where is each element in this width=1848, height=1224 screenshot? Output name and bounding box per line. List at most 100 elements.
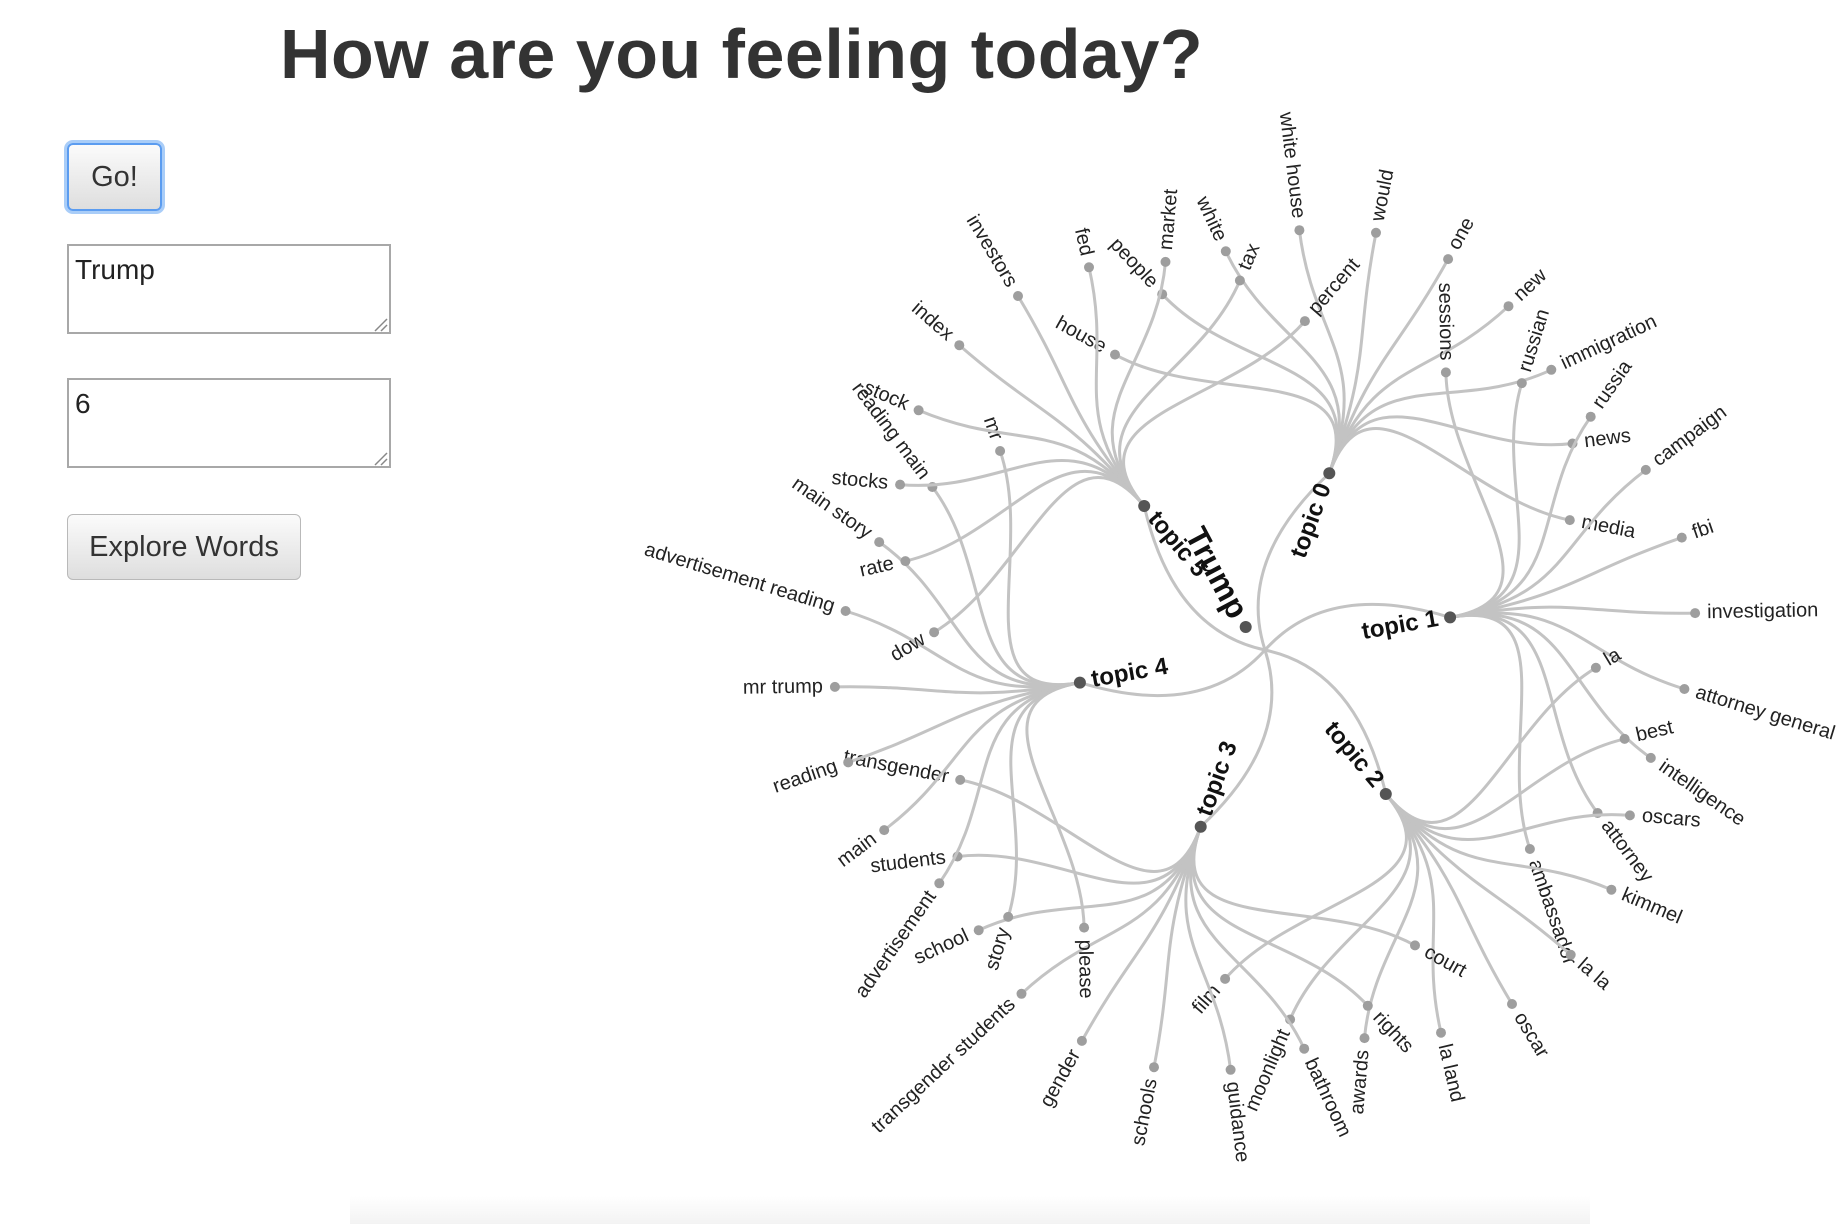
word-node-dot[interactable] bbox=[874, 537, 885, 548]
word-label[interactable]: kimmel bbox=[1618, 884, 1685, 929]
word-node-dot[interactable] bbox=[1524, 844, 1535, 854]
word-node-dot[interactable] bbox=[1640, 464, 1651, 475]
topic-0-label[interactable]: topic 0 bbox=[1285, 480, 1337, 562]
word-node-dot[interactable] bbox=[895, 479, 906, 490]
word-label[interactable]: la bbox=[1600, 643, 1625, 670]
word-node-dot[interactable] bbox=[1690, 608, 1701, 619]
word-label[interactable]: moonlight bbox=[1241, 1026, 1295, 1115]
word-node-dot[interactable] bbox=[1585, 411, 1596, 422]
word-node-dot[interactable] bbox=[879, 825, 890, 836]
word-node-dot[interactable] bbox=[1362, 1000, 1373, 1011]
word-label[interactable]: dow bbox=[886, 628, 929, 666]
word-label[interactable]: court bbox=[1421, 941, 1471, 982]
word-node-dot[interactable] bbox=[1624, 810, 1635, 821]
explore-words-button[interactable]: Explore Words bbox=[67, 514, 301, 580]
word-node-dot[interactable] bbox=[913, 405, 924, 416]
topic-0-node[interactable] bbox=[1323, 467, 1336, 480]
word-node-dot[interactable] bbox=[955, 774, 966, 785]
word-label[interactable]: one bbox=[1444, 214, 1479, 254]
word-node-dot[interactable] bbox=[1371, 227, 1381, 238]
word-label[interactable]: stocks bbox=[831, 467, 889, 494]
word-node-dot[interactable] bbox=[1299, 316, 1310, 327]
word-node-dot[interactable] bbox=[1507, 999, 1517, 1009]
word-node-dot[interactable] bbox=[1546, 364, 1557, 375]
word-node-dot[interactable] bbox=[1679, 684, 1690, 694]
topic-5-node[interactable] bbox=[1138, 500, 1151, 512]
word-node-dot[interactable] bbox=[1076, 1035, 1087, 1046]
word-label[interactable]: russian bbox=[1514, 307, 1554, 375]
word-node-dot[interactable] bbox=[934, 878, 945, 889]
word-label[interactable]: oscar bbox=[1509, 1008, 1553, 1062]
word-node-dot[interactable] bbox=[1294, 225, 1305, 236]
word-node-dot[interactable] bbox=[1234, 275, 1245, 286]
word-node-dot[interactable] bbox=[1606, 884, 1617, 895]
word-label[interactable]: fbi bbox=[1689, 516, 1716, 544]
word-node-dot[interactable] bbox=[1079, 922, 1090, 933]
word-node-dot[interactable] bbox=[1220, 973, 1231, 984]
word-label[interactable]: attorney general bbox=[1693, 681, 1838, 744]
word-label[interactable]: students bbox=[869, 846, 947, 877]
word-label[interactable]: schools bbox=[1127, 1077, 1162, 1148]
word-node-dot[interactable] bbox=[1359, 1033, 1370, 1044]
topic-2-node[interactable] bbox=[1379, 788, 1392, 800]
word-label[interactable]: advertisement reading bbox=[642, 538, 838, 617]
word-node-dot[interactable] bbox=[954, 340, 965, 351]
word-label[interactable]: school bbox=[910, 925, 972, 969]
word-node-dot[interactable] bbox=[1003, 911, 1014, 922]
word-label[interactable]: please bbox=[1074, 939, 1097, 998]
word-label[interactable]: story bbox=[981, 925, 1015, 973]
topic-query-field[interactable]: Trump bbox=[67, 244, 391, 334]
root-node[interactable] bbox=[1239, 621, 1252, 633]
word-node-dot[interactable] bbox=[1084, 262, 1094, 273]
word-label[interactable]: fed bbox=[1070, 226, 1098, 258]
word-node-dot[interactable] bbox=[1410, 940, 1420, 951]
word-node-dot[interactable] bbox=[1160, 256, 1171, 267]
word-label[interactable]: white house bbox=[1275, 110, 1310, 220]
word-label[interactable]: transgender students bbox=[867, 993, 1019, 1137]
word-node-dot[interactable] bbox=[1299, 1043, 1310, 1054]
topic-1-node[interactable] bbox=[1444, 611, 1457, 624]
word-node-dot[interactable] bbox=[843, 757, 854, 768]
word-node-dot[interactable] bbox=[1110, 349, 1120, 360]
word-node-dot[interactable] bbox=[995, 446, 1006, 456]
topic-2-label[interactable]: topic 2 bbox=[1319, 716, 1389, 793]
word-node-dot[interactable] bbox=[1443, 254, 1454, 265]
word-node-dot[interactable] bbox=[1220, 246, 1231, 257]
word-node-dot[interactable] bbox=[900, 556, 911, 567]
word-label[interactable]: tax bbox=[1234, 240, 1265, 273]
topic-4-label[interactable]: topic 4 bbox=[1089, 653, 1170, 693]
word-label[interactable]: sessions bbox=[1434, 282, 1457, 360]
word-node-dot[interactable] bbox=[1516, 378, 1527, 389]
word-label[interactable]: gender bbox=[1036, 1045, 1086, 1110]
word-label[interactable]: investors bbox=[962, 211, 1022, 291]
word-label[interactable]: rate bbox=[857, 552, 896, 581]
word-label[interactable]: news bbox=[1583, 425, 1632, 453]
word-node-dot[interactable] bbox=[1225, 1064, 1236, 1075]
word-label[interactable]: campaign bbox=[1648, 401, 1730, 471]
word-node-dot[interactable] bbox=[1440, 367, 1451, 378]
word-node-dot[interactable] bbox=[1436, 1027, 1446, 1038]
word-node-dot[interactable] bbox=[1676, 532, 1687, 543]
word-label[interactable]: investigation bbox=[1707, 599, 1819, 623]
topic-3-node[interactable] bbox=[1194, 820, 1207, 833]
word-node-dot[interactable] bbox=[1645, 752, 1656, 763]
word-label[interactable]: market bbox=[1155, 188, 1182, 251]
word-label[interactable]: awards bbox=[1346, 1049, 1374, 1115]
word-label[interactable]: people bbox=[1106, 233, 1163, 292]
word-label[interactable]: mr trump bbox=[743, 675, 823, 698]
topic-count-field[interactable]: 6 bbox=[67, 378, 391, 468]
topic-1-label[interactable]: topic 1 bbox=[1360, 605, 1441, 645]
word-node-dot[interactable] bbox=[973, 925, 984, 936]
word-node-dot[interactable] bbox=[929, 627, 940, 638]
go-button[interactable]: Go! bbox=[67, 143, 162, 211]
word-label[interactable]: reading bbox=[770, 755, 840, 798]
word-node-dot[interactable] bbox=[840, 606, 851, 616]
word-label[interactable]: index bbox=[907, 297, 958, 345]
word-label[interactable]: russia bbox=[1588, 356, 1637, 413]
word-label[interactable]: house bbox=[1052, 312, 1110, 358]
word-label[interactable]: would bbox=[1367, 168, 1399, 224]
word-node-dot[interactable] bbox=[1565, 949, 1576, 960]
word-label[interactable]: white bbox=[1191, 192, 1231, 245]
word-node-dot[interactable] bbox=[1564, 515, 1575, 526]
word-label[interactable]: oscars bbox=[1641, 805, 1702, 832]
